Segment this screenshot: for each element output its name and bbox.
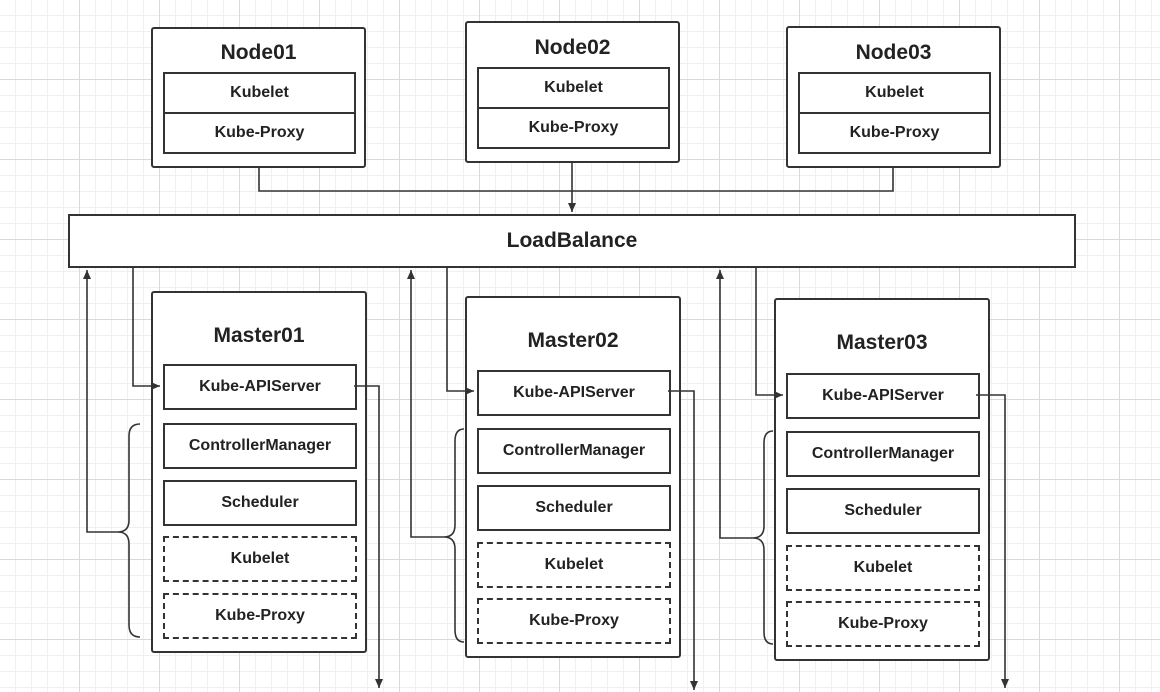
scheduler: Scheduler (786, 488, 980, 534)
master-title: Master01 (213, 324, 305, 347)
loadbalance-bar[interactable]: LoadBalance (68, 214, 1076, 268)
node-title: Node03 (855, 41, 932, 64)
component-brace (443, 428, 465, 643)
node-kubelet: Kubelet (477, 67, 670, 109)
master-kube-proxy: Kube-Proxy (477, 598, 671, 644)
brace-to-lb-arrow (716, 270, 753, 539)
node-kubelet: Kubelet (163, 72, 356, 114)
master-kubelet: Kubelet (786, 545, 980, 591)
node-kube-proxy: Kube-Proxy (477, 107, 670, 149)
node-title: Node02 (534, 36, 611, 59)
master-kubelet: Kubelet (477, 542, 671, 588)
master-title: Master02 (527, 329, 619, 352)
master-kube-proxy: Kube-Proxy (786, 601, 980, 647)
node-03[interactable]: Node03 Kubelet Kube-Proxy (786, 26, 1001, 168)
kube-apiserver: Kube-APIServer (477, 370, 671, 416)
brace-to-lb-arrow (83, 270, 118, 533)
scheduler: Scheduler (477, 485, 671, 531)
node-kube-proxy: Kube-Proxy (798, 112, 991, 154)
node-title: Node01 (220, 41, 297, 64)
node-01[interactable]: Node01 Kubelet Kube-Proxy (151, 27, 366, 168)
master-kube-proxy: Kube-Proxy (163, 593, 357, 639)
node-kubelet: Kubelet (798, 72, 991, 114)
component-brace (117, 423, 141, 638)
brace-to-lb-arrow (407, 270, 444, 538)
controller-manager: ControllerManager (786, 431, 980, 477)
node-02[interactable]: Node02 Kubelet Kube-Proxy (465, 21, 680, 163)
kube-apiserver: Kube-APIServer (163, 364, 357, 410)
master-kubelet: Kubelet (163, 536, 357, 582)
master-03[interactable]: Master03 Kube-APIServer ControllerManage… (774, 298, 990, 661)
controller-manager: ControllerManager (477, 428, 671, 474)
scheduler: Scheduler (163, 480, 357, 526)
master-02[interactable]: Master02 Kube-APIServer ControllerManage… (465, 296, 681, 658)
node-to-lb-line (258, 168, 894, 192)
kube-apiserver: Kube-APIServer (786, 373, 980, 419)
master-title: Master03 (836, 331, 928, 354)
controller-manager: ControllerManager (163, 423, 357, 469)
node-kube-proxy: Kube-Proxy (163, 112, 356, 154)
component-brace (752, 430, 774, 645)
master-01[interactable]: Master01 Kube-APIServer ControllerManage… (151, 291, 367, 653)
